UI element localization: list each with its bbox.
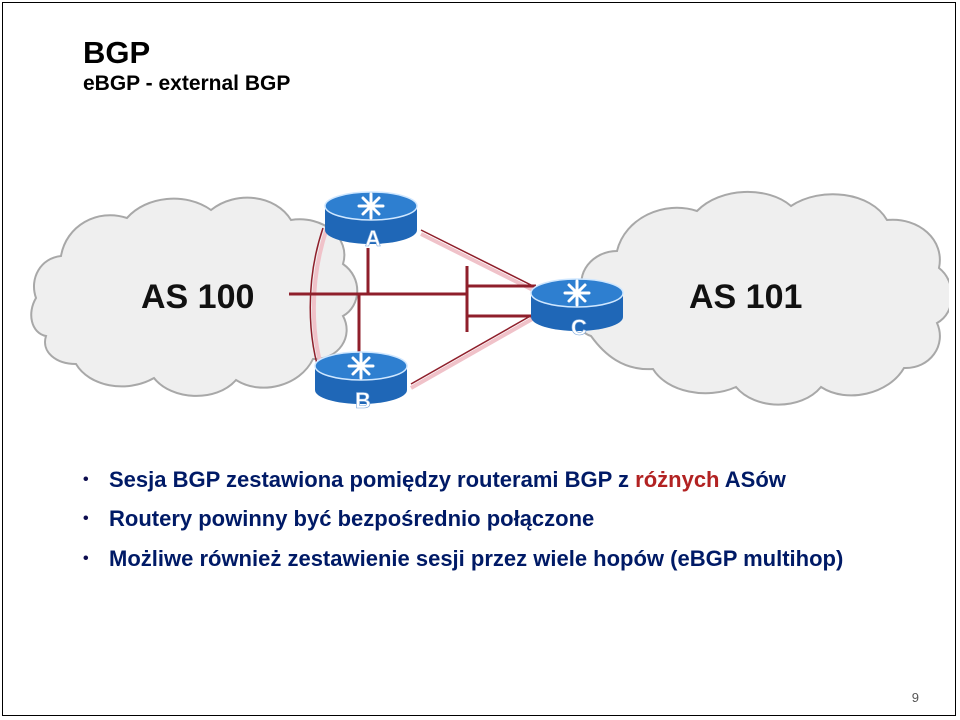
bullet-list: • Sesja BGP zestawiona pomiędzy routeram… [83,467,903,585]
right-cloud: AS 101 [576,190,949,406]
ebgp-link-a-c-outline [420,229,540,290]
router-c-label: C [571,315,587,340]
page-number: 9 [911,690,919,705]
bullet-icon: • [83,471,89,488]
left-as-label: AS 100 [141,278,254,316]
right-as-label: AS 101 [689,278,802,316]
bullet-1-text-after: ASów [719,467,786,492]
slide-subtitle: eBGP - external BGP [83,72,291,95]
slide-title: BGP [83,35,151,70]
bullet-item-1: • Sesja BGP zestawiona pomiędzy routeram… [83,467,903,492]
router-b: B [314,351,408,413]
bullet-2-text: Routery powinny być bezpośrednio połączo… [109,506,595,532]
router-b-label: B [355,388,371,413]
router-a-label: A [365,226,381,251]
router-a: A [324,191,418,251]
bullet-icon: • [83,549,89,567]
bullet-1-text-before: Sesja BGP zestawiona pomiędzy routerami … [109,467,636,492]
bullet-3-text: Możliwe również zestawienie sesji przez … [109,545,844,571]
ebgp-link-b-c-outline [410,309,542,385]
ebgp-link-a-c [420,232,540,295]
ebgp-link-b-c [410,312,542,390]
bullet-1-accent-text: różnych [635,467,720,492]
link-set [289,227,542,390]
bullet-icon: • [83,510,89,528]
router-c: C [530,278,624,340]
left-cloud: AS 100 [30,196,359,397]
bgp-topology-diagram: AS 100 AS 101 A [30,190,949,413]
bullet-item-2: • Routery powinny być bezpośrednio połąc… [83,506,903,531]
bullet-item-3: • Możliwe również zestawienie sesji prze… [83,546,903,571]
